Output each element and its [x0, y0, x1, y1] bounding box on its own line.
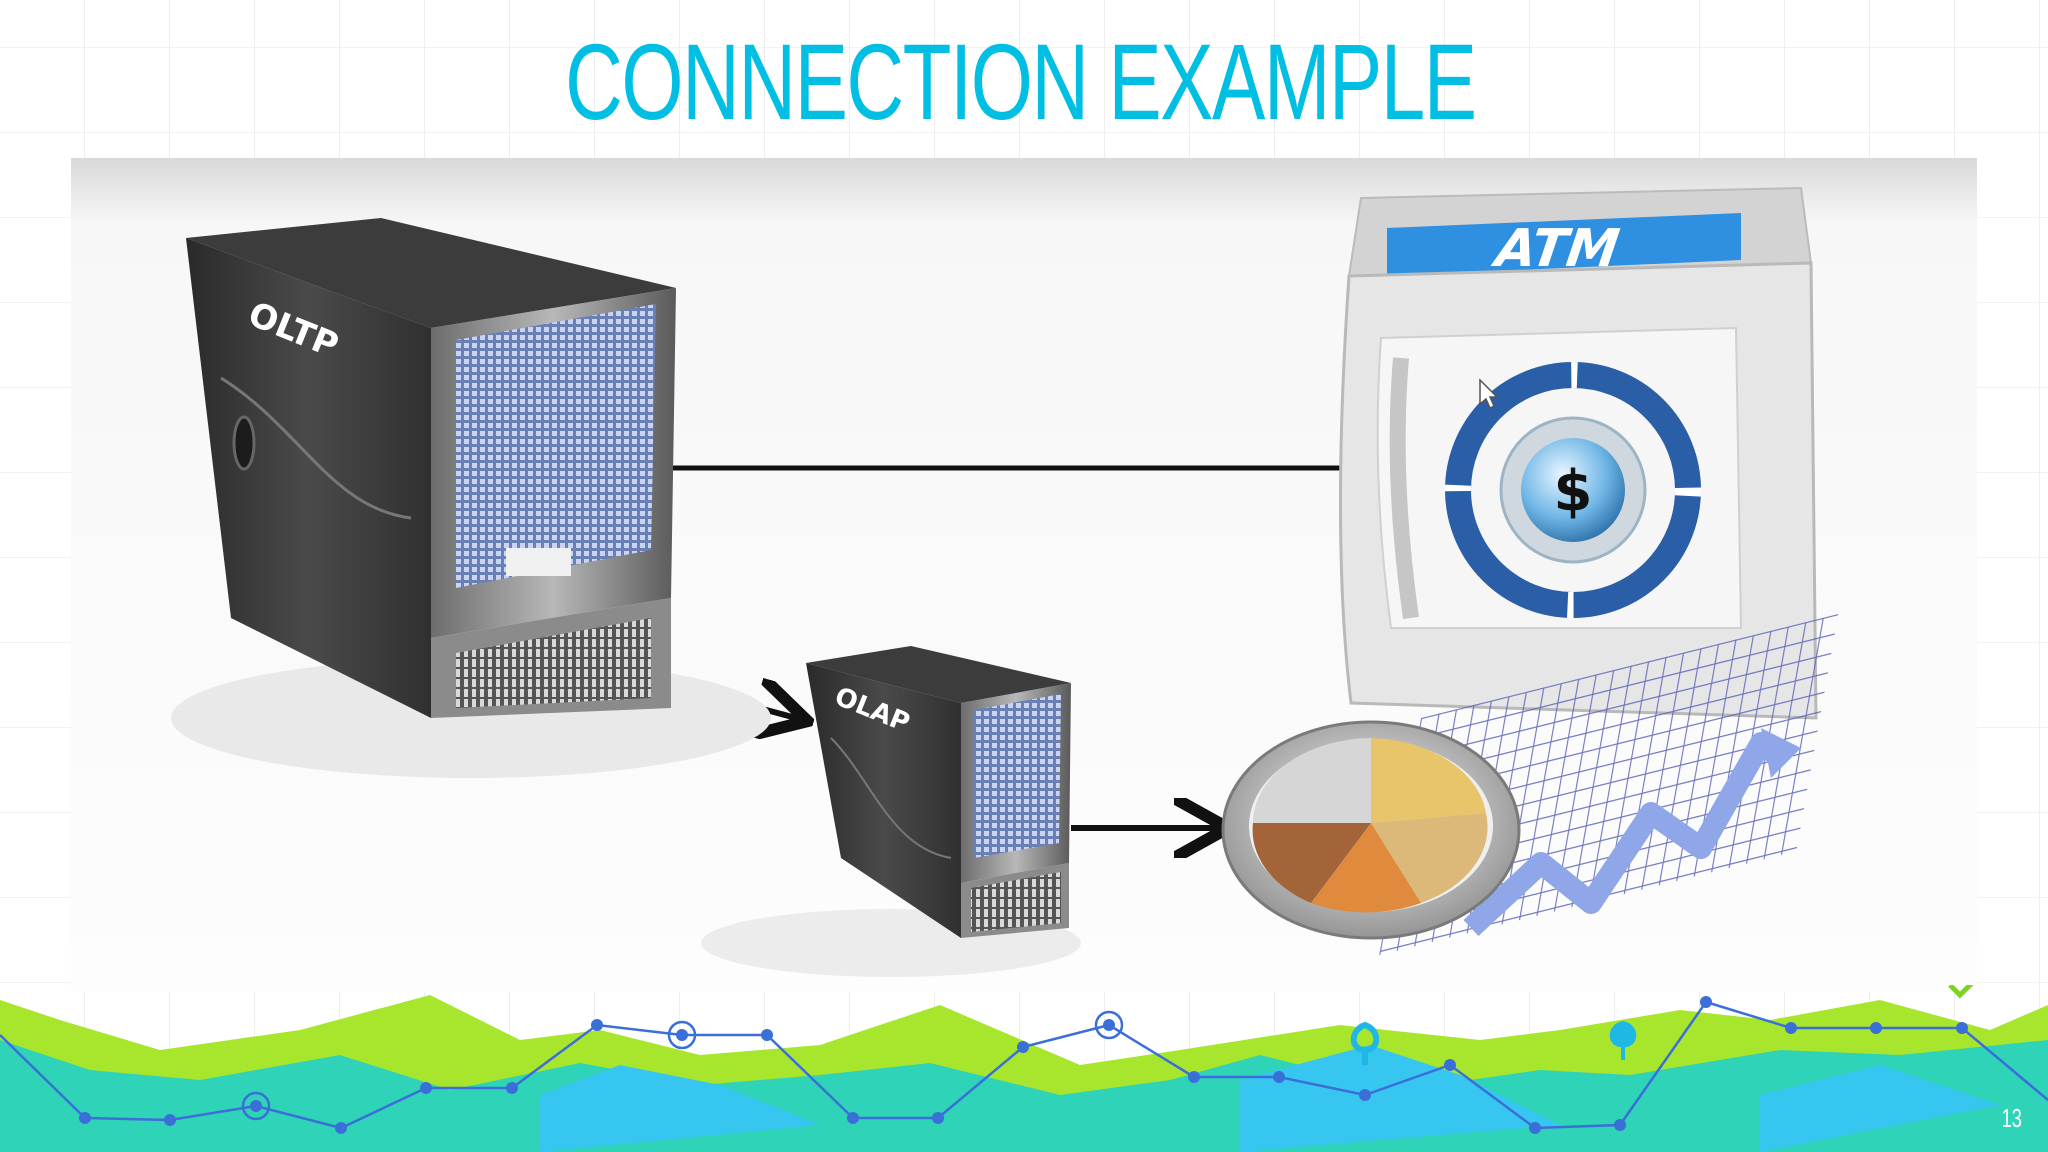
footer-wave-decoration — [0, 985, 2048, 1152]
analytics-pie-chart — [1221, 613, 1839, 956]
slide-title: CONNECTION EXAMPLE — [565, 21, 1477, 142]
olap-server: OLAP — [701, 646, 1081, 977]
atm-machine: ATM $ — [1338, 186, 1818, 720]
connection-diagram: OLTP OLAP ATM $ — [71, 158, 1977, 992]
dollar-icon: $ — [1554, 459, 1593, 524]
oltp-server: OLTP — [171, 218, 771, 778]
page-number: 13 — [2001, 1103, 2022, 1133]
